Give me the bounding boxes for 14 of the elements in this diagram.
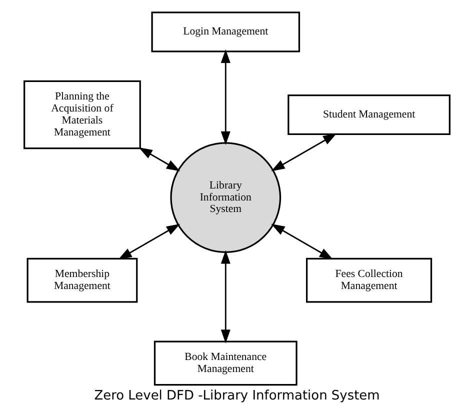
arrow [220,49,230,145]
node-box: Login Management [151,12,300,52]
arrow [138,147,180,172]
diagram-title: Zero Level DFD -Library Information System [94,388,380,404]
arrow [271,133,337,172]
arrow [118,224,180,260]
node-box: Membership Management [26,258,138,303]
node-box: Book Maintenance Management [154,340,298,386]
node-circle: Library Information System [170,142,282,254]
arrow [271,224,334,260]
node-box: Fees Collection Management [306,258,432,303]
arrow [220,250,230,344]
node-box: Student Management [288,94,450,136]
node-box: Planning the Acquisition of Materials Management [24,80,141,150]
